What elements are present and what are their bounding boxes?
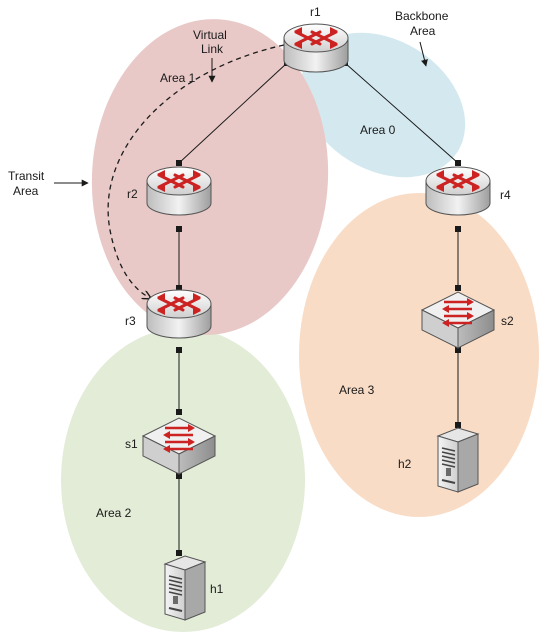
area-0-region (300, 32, 466, 178)
transit-label-line1: Transit (8, 169, 45, 183)
area-0-label: Area 0 (360, 123, 396, 137)
router-icon-r3 (146, 289, 212, 339)
area-2-region (61, 328, 305, 632)
area-3-label: Area 3 (339, 383, 375, 397)
link-r1-r4 (344, 62, 459, 164)
area-2-label: Area 2 (96, 506, 132, 520)
node-label-r1: r1 (310, 5, 321, 19)
transit-label-line2: Area (13, 184, 39, 198)
node-label-s1: s1 (125, 437, 138, 451)
node-label-h2: h2 (398, 457, 412, 471)
router-icon-r4 (425, 166, 491, 216)
area-1-label: Area 1 (160, 71, 196, 85)
node-label-h1: h1 (210, 582, 224, 596)
annotation-arrows (54, 41, 428, 187)
virtual-link-dashed-line (107, 44, 285, 298)
backbone-arrow (419, 41, 428, 67)
backbone-label-line2: Area (410, 24, 436, 38)
link-r1-r2 (178, 62, 288, 164)
labels-layer: Area 1 Area 0 Area 3 Area 2 Virtual Link… (8, 5, 514, 596)
backbone-label-line1: Backbone (395, 9, 449, 23)
host-icon-h2 (436, 427, 480, 493)
devices-layer (141, 23, 496, 621)
router-icon-r1 (283, 23, 349, 73)
node-label-s2: s2 (501, 314, 514, 328)
virtual-link-label-line2: Link (201, 42, 224, 56)
node-label-r2: r2 (127, 187, 138, 201)
links-layer (178, 62, 459, 553)
area-3-region (299, 193, 539, 517)
virtual-link-label-line1: Virtual (193, 28, 227, 42)
router-icon-r2 (146, 166, 212, 216)
switch-icon-s1 (141, 417, 217, 475)
node-label-r4: r4 (500, 188, 511, 202)
switch-icon-s2 (420, 291, 496, 349)
host-icon-h1 (163, 555, 207, 621)
node-label-r3: r3 (125, 314, 136, 328)
